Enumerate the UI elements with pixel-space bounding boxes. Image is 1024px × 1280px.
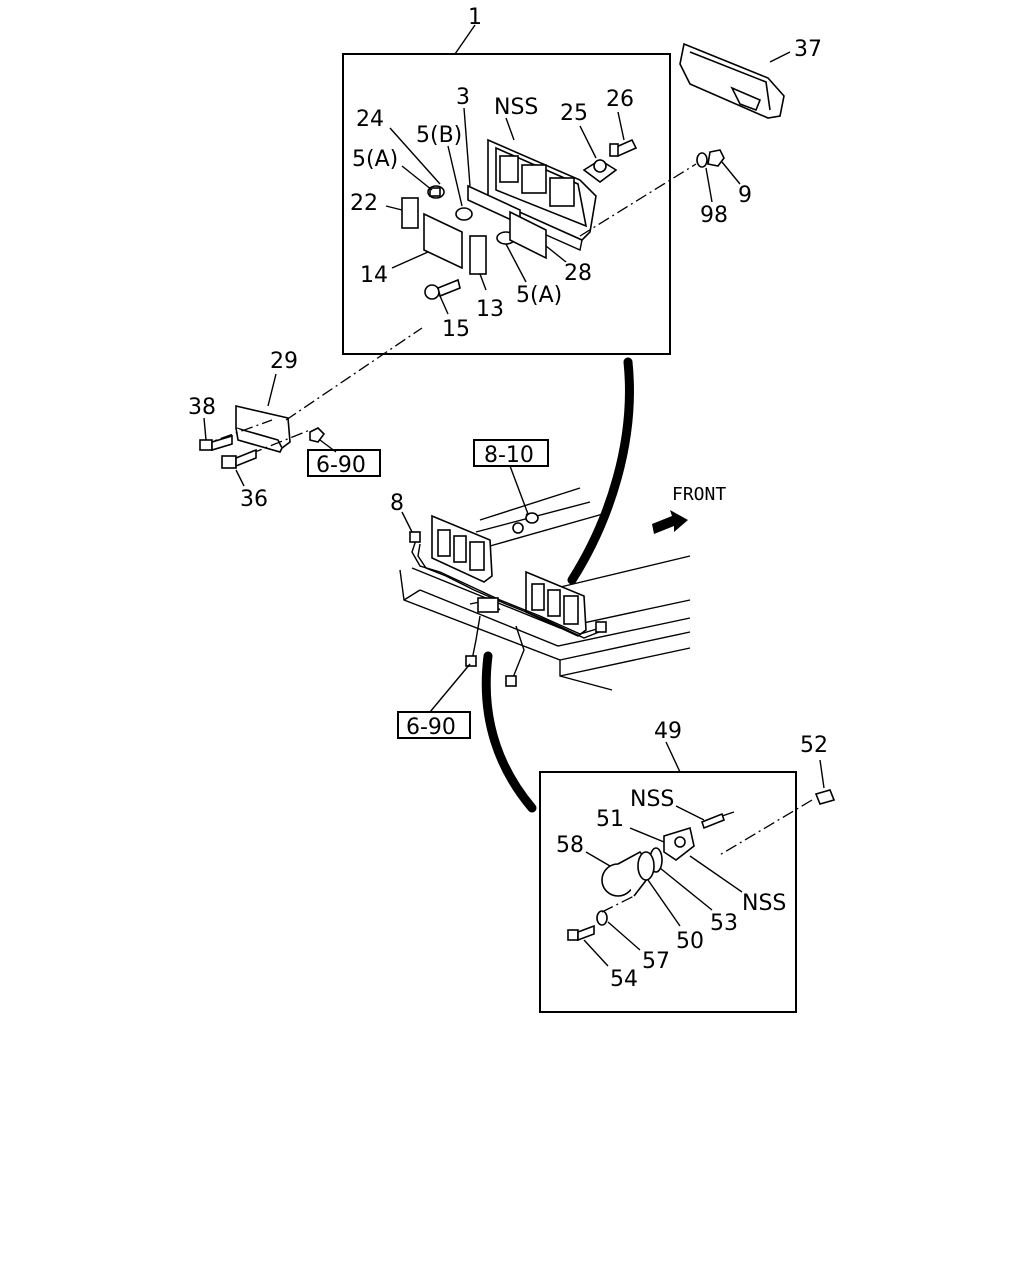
nss-label-wire: NSS <box>630 787 674 812</box>
nss-label-housing: NSS <box>494 95 538 120</box>
lamp-assembly-detail-box <box>342 53 671 355</box>
callout-14: 14 <box>360 263 388 288</box>
callout-15: 15 <box>442 317 470 342</box>
front-arrow-icon <box>652 510 688 534</box>
ref-box-6-90-lower[interactable] <box>397 711 471 739</box>
callout-5a-upper: 5(A) <box>352 147 398 172</box>
callout-22: 22 <box>350 191 378 216</box>
washer-part-98 <box>696 152 708 168</box>
screw-part-15 <box>424 278 461 300</box>
ref-6-90-lower[interactable]: 6-90 <box>406 715 456 740</box>
callout-5a-lower: 5(A) <box>516 283 562 308</box>
callout-50: 50 <box>676 929 704 954</box>
lens-part-13 <box>469 235 487 275</box>
connector-curve-upper <box>567 357 634 585</box>
callout-49: 49 <box>654 719 682 744</box>
bolt-part-36 <box>221 448 257 469</box>
callout-9: 9 <box>738 183 752 208</box>
socket-part-51 <box>663 826 695 861</box>
grommet-part-52 <box>814 789 836 805</box>
rear-combination-lamp-right <box>525 570 587 637</box>
gasket-part-28 <box>509 210 547 260</box>
callout-38: 38 <box>188 395 216 420</box>
callout-51: 51 <box>596 807 624 832</box>
wiring-harness <box>409 512 607 687</box>
callout-28: 28 <box>564 261 592 286</box>
callout-24: 24 <box>356 107 384 132</box>
bulb-part-24 <box>427 185 445 199</box>
callout-57: 57 <box>642 949 670 974</box>
cover-part-37 <box>679 42 785 119</box>
bolt-part-38 <box>199 434 233 452</box>
callout-36: 36 <box>240 487 268 512</box>
bulb-part-5b <box>455 207 473 221</box>
callout-52: 52 <box>800 733 828 758</box>
callout-58: 58 <box>556 833 584 858</box>
callout-1: 1 <box>468 5 482 30</box>
socket-wire-nss <box>701 811 735 830</box>
ref-8-10[interactable]: 8-10 <box>484 443 534 468</box>
rear-combination-lamp-left <box>431 514 493 583</box>
pad-part-22 <box>401 197 419 229</box>
screw-part-54 <box>567 924 595 942</box>
nut-part-9 <box>707 149 725 167</box>
front-label: FRONT <box>672 484 726 505</box>
license-lamp-detail-box <box>539 771 797 1013</box>
screw-part-26 <box>609 138 638 158</box>
callout-29: 29 <box>270 349 298 374</box>
callout-54: 54 <box>610 967 638 992</box>
connector-part-25 <box>582 159 618 183</box>
nut-part-upper <box>309 427 326 443</box>
callout-26: 26 <box>606 87 634 112</box>
callout-53: 53 <box>710 911 738 936</box>
ref-box-8-10[interactable] <box>473 439 549 467</box>
callout-25: 25 <box>560 101 588 126</box>
callout-37: 37 <box>794 37 822 62</box>
callout-8: 8 <box>390 491 404 516</box>
lamp-housing <box>487 138 597 251</box>
ref-box-6-90-upper[interactable] <box>307 449 381 477</box>
washer-part-57 <box>596 910 608 926</box>
callout-13: 13 <box>476 297 504 322</box>
lens-part-14 <box>423 212 463 270</box>
nss-label-bracket: NSS <box>742 891 786 916</box>
lens-ring-part-50 <box>637 851 655 881</box>
callout-5b: 5(B) <box>416 123 462 148</box>
connector-curve-lower <box>481 651 537 813</box>
callout-98: 98 <box>700 203 728 228</box>
ref-6-90-upper[interactable]: 6-90 <box>316 453 366 478</box>
callout-3: 3 <box>456 85 470 110</box>
